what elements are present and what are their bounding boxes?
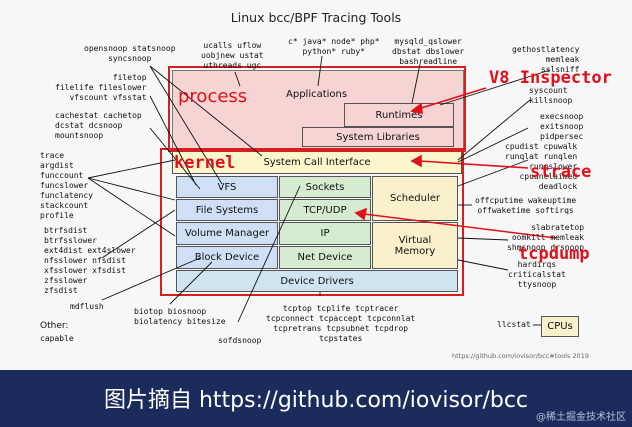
kernel-annotation: kernel — [174, 153, 236, 173]
diagram-slide: Linux bcc/BPF Tracing Tools Applications… — [40, 10, 612, 360]
fs-latency-tools: btrfsdist btrfsslower ext4dist ext4slowe… — [44, 226, 136, 295]
diagram-title: Linux bcc/BPF Tracing Tools — [230, 10, 402, 25]
process-annotation: process — [178, 86, 248, 107]
sockets-box: Sockets — [279, 176, 371, 198]
tcptop-tools: tcptop tcplife tcptracer tcpconnect tcpa… — [266, 304, 416, 343]
tcpdump-annotation: tcpdump — [518, 244, 590, 264]
vfs-box: VFS — [176, 176, 278, 198]
net-device-box: Net Device — [279, 246, 371, 269]
mysqld-tools: mysqld_qslower dbstat dbslower bashreadl… — [392, 37, 465, 66]
cpudist-tools: cpudist cpuwalk runqlat runqlen runqslow… — [505, 142, 578, 191]
language-tools: c* java* node* php* python* ruby* — [288, 37, 380, 56]
kernel-frame — [160, 148, 464, 296]
trace-tools: trace argdist funccount funcslower funcl… — [40, 151, 93, 220]
ip-box: IP — [279, 222, 371, 245]
device-drivers-box: Device Drivers — [176, 270, 458, 292]
cpus-box: CPUs — [541, 316, 579, 337]
block-device-box: Block Device — [176, 246, 278, 269]
tcp-udp-box: TCP/UDP — [279, 199, 371, 221]
v8-inspector-annotation: V8 Inspector — [489, 68, 612, 88]
caption-bar — [0, 370, 632, 427]
connector-lines — [87, 55, 557, 326]
file-systems-box: File Systems — [176, 199, 278, 221]
sofdsnoop-tools: sofdsnoop — [218, 336, 262, 345]
hardirqs-tools: hardirqs criticalstat ttysnoop — [508, 260, 566, 289]
cachestat-tools: cachestat cachetop dcstat dcsnoop mounts… — [55, 111, 142, 140]
volume-manager-box: Volume Manager — [176, 222, 278, 245]
capable-tools: capable — [40, 334, 74, 343]
gethostlatency-tools: gethostlatency memleak sslsniff — [512, 45, 580, 74]
syscount-tools: syscount killsnoop — [529, 86, 573, 105]
applications-label: Applications — [286, 89, 348, 100]
runtimes-box: Runtimes — [344, 103, 454, 127]
system-libraries-box: System Libraries — [302, 127, 454, 147]
strace-annotation: strace — [530, 162, 592, 182]
caption-text: 图片摘自 https://github.com/iovisor/bcc — [103, 388, 529, 413]
offcputime-tools: offcputime wakeuptime offwaketime softir… — [475, 196, 577, 215]
opensnoop-tools: opensnoop statsnoop syncsnoop — [84, 44, 176, 63]
mdflush-tools: mdflush — [70, 302, 104, 311]
slabratetop-tools: slabratetop oomkill memleak shmsnoop drs… — [507, 223, 585, 252]
process-frame — [168, 66, 466, 152]
source-footnote: https://github.com/iovisor/bcc#tools 201… — [452, 352, 589, 360]
llcstat-tools: llcstat — [497, 320, 531, 329]
filetop-tools: filetop filelife fileslower vfscount vfs… — [55, 73, 147, 102]
execsnoop-tools: execsnoop exitsnoop pidpersec — [540, 112, 584, 141]
ucalls-tools: ucalls uflow uobjnew ustat uthreads ugc — [201, 41, 264, 70]
biotop-tools: biotop biosnoop biolatency bitesize — [134, 307, 226, 326]
virtual-memory-box: Virtual Memory — [372, 222, 458, 269]
other-label: Other: — [40, 321, 69, 331]
watermark: @稀土掘金技术社区 — [536, 412, 626, 423]
